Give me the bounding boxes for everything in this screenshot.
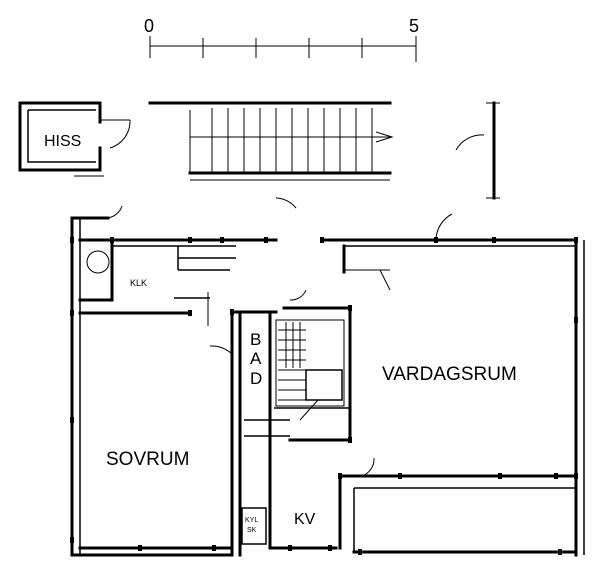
interior-walls	[209, 244, 578, 557]
room-label-bad-3: D	[250, 369, 262, 388]
landing-door-swing	[275, 197, 297, 209]
room-label-klk: KLK	[130, 278, 147, 288]
room-label-hiss: HISS	[44, 133, 81, 150]
wall-junction-marks	[70, 237, 578, 555]
room-label-kv: KV	[294, 511, 316, 528]
elevator-shaft: HISS	[18, 101, 131, 177]
scale-bar-end-label: 5	[409, 16, 419, 36]
room-label-vardagsrum: VARDAGSRUM	[382, 364, 517, 385]
shaft-wall-right	[455, 101, 500, 200]
fridge-cabinet	[241, 507, 267, 545]
exterior-walls	[70, 205, 585, 557]
room-label-sk: SK	[247, 527, 257, 534]
bathroom-fixture	[275, 319, 345, 407]
room-label-bad-1: B	[250, 330, 261, 349]
scale-bar: 0 5	[144, 16, 419, 62]
staircase	[148, 101, 394, 181]
scale-bar-start-label: 0	[144, 16, 154, 36]
room-label-sovrum: SOVRUM	[106, 449, 189, 470]
closet-area: KLK	[78, 238, 236, 326]
room-label-kyl: KYL	[245, 517, 258, 524]
room-label-bad-2: A	[250, 349, 262, 368]
